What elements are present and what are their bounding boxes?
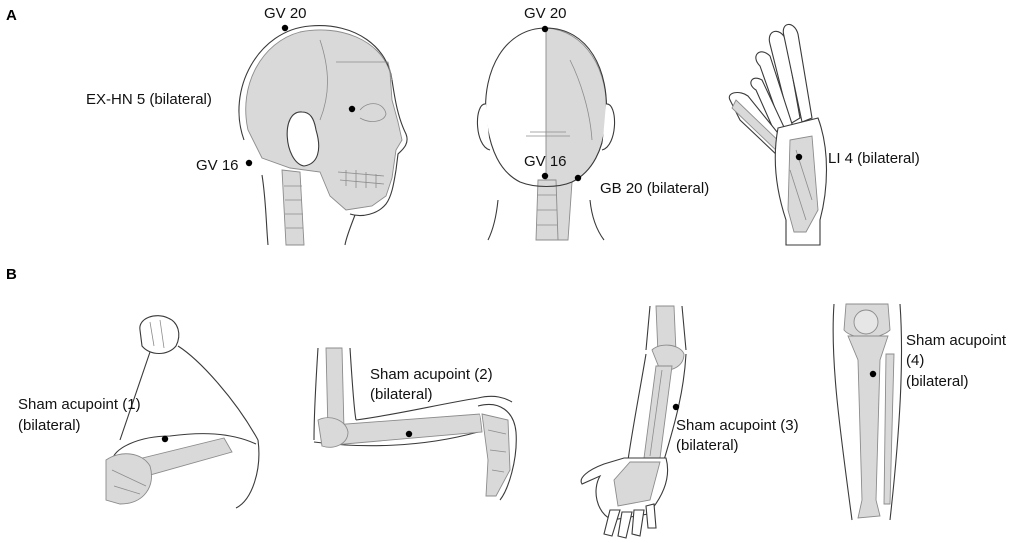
sham1-point: [161, 435, 169, 443]
hand-illustration: [728, 23, 827, 246]
sham4-label-line1: Sham acupoint: [906, 332, 1007, 349]
sham2-label-line2: (bilateral): [370, 386, 433, 403]
panel-label-b: B: [6, 266, 17, 283]
gv16-back-point: [541, 172, 549, 180]
sham1-label-line1: Sham acupoint (1): [18, 396, 141, 413]
sham3-label-line2: (bilateral): [676, 437, 739, 454]
gv20-back-point: [541, 25, 549, 33]
sham2-label-line1: Sham acupoint (2): [370, 366, 493, 383]
sham3-label-line1: Sham acupoint (3): [676, 417, 799, 434]
sham2-point: [405, 430, 413, 438]
gb20-label: GB 20 (bilateral): [600, 180, 709, 197]
gv16-side-point: [245, 159, 253, 167]
exhn5-label: EX-HN 5 (bilateral): [86, 91, 212, 108]
head-back-illustration: [476, 27, 616, 241]
sham3-point: [672, 403, 680, 411]
gv20-side-point: [281, 24, 289, 32]
li4-label: LI 4 (bilateral): [828, 150, 920, 167]
gv16-side-label: GV 16: [196, 157, 239, 174]
panel-label-a: A: [6, 7, 17, 24]
gv20-back-label: GV 20: [524, 5, 567, 22]
flexed-arm-illustration: [105, 315, 260, 509]
forearm-illustration: [580, 305, 687, 539]
gb20-point: [574, 174, 582, 182]
exhn5-point: [348, 105, 356, 113]
extended-arm-illustration: [313, 347, 517, 501]
gv16-back-label: GV 16: [524, 153, 567, 170]
sham4-point: [869, 370, 877, 378]
sham1-label-line2: (bilateral): [18, 417, 81, 434]
sham4-label-line2: (4): [906, 352, 924, 369]
li4-point: [795, 153, 803, 161]
head-side-illustration: [238, 25, 408, 246]
lower-leg-illustration: [832, 303, 903, 521]
sham4-label-line3: (bilateral): [906, 373, 969, 390]
gv20-side-label: GV 20: [264, 5, 307, 22]
